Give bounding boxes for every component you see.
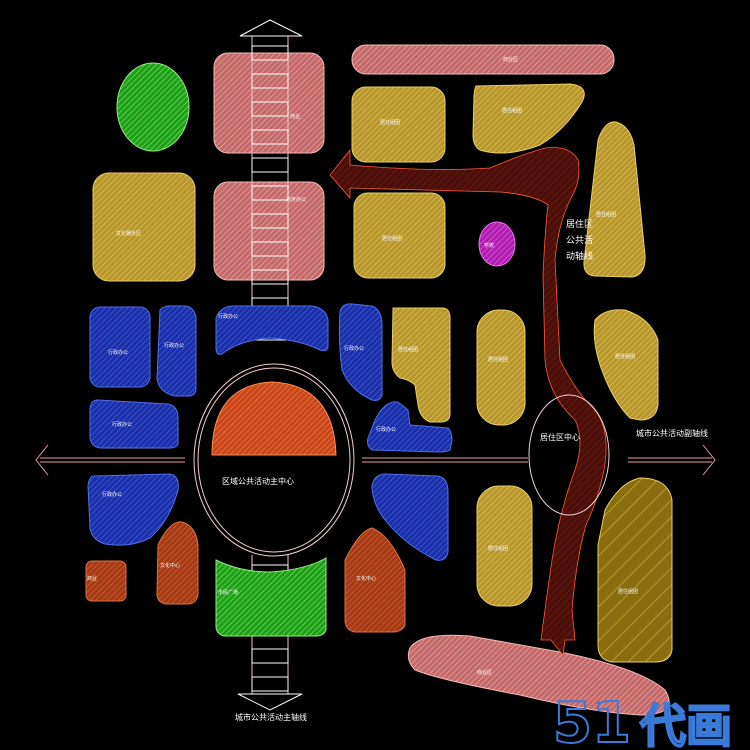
axis-rung (251, 101, 289, 117)
block-admin-4 (338, 303, 383, 401)
block-residential-r7 (476, 485, 533, 607)
main-center (193, 363, 355, 557)
horizontal-axis (35, 444, 716, 476)
residential-corridor (329, 147, 607, 656)
rust-blocks (85, 521, 406, 633)
axis-rung (251, 648, 289, 664)
label-gold-r4: 居住组团 (596, 211, 616, 218)
label-gold-r2: 居住组团 (502, 107, 522, 114)
label-main-center: 区域公共活动主中心 (222, 476, 294, 486)
label-gold-mid: 居住组团 (398, 346, 418, 353)
label-gold-r7: 居住组团 (488, 545, 508, 552)
block-admin-3 (215, 305, 329, 355)
label-blue-4: 行政办公 (344, 345, 364, 352)
watermark-chars: 代画 (639, 699, 732, 750)
block-culture-entertainment (92, 172, 196, 282)
blue-blocks (87, 303, 453, 561)
label-rust-3: 商业 (87, 575, 97, 582)
watermark-digits: 51 (553, 691, 631, 750)
label-gold-r5: 居住组团 (488, 356, 508, 363)
label-pink-top: 商业区 (503, 56, 518, 63)
block-admin-2 (156, 305, 197, 397)
label-corridor-1: 居住区 (566, 218, 593, 230)
axis-arrow-bottom-icon (237, 693, 303, 711)
block-civic-plaza (215, 557, 327, 637)
residential-center-circle (528, 394, 610, 516)
block-residential-r6 (593, 309, 659, 421)
axis-arrow-left-icon (35, 444, 49, 476)
block-residential-r1 (351, 86, 446, 163)
label-blue-1: 行政办公 (108, 349, 128, 356)
block-commercial-2 (213, 181, 325, 281)
label-pink-2: 商务办公 (286, 196, 306, 203)
block-admin-6 (367, 401, 453, 453)
axis-arrow-right-icon (702, 444, 716, 476)
block-culture-2 (344, 527, 406, 633)
label-blue-2: 行政办公 (164, 342, 184, 349)
label-gold-r1: 居住组团 (380, 119, 400, 126)
label-gold-tl: 文化娱乐区 (116, 230, 141, 237)
block-residential-mid (391, 307, 451, 423)
axis-rung (251, 129, 289, 145)
block-commercial-top (351, 44, 615, 75)
block-admin-1 (89, 306, 151, 388)
block-residential-big (597, 477, 673, 663)
label-gold-big: 居住组团 (618, 588, 638, 595)
label-city-main-axis: 城市公共活动主轴线 (235, 712, 307, 722)
axis-arrow-top-icon (239, 19, 303, 37)
block-culture-1 (156, 521, 199, 605)
block-school (478, 221, 516, 267)
main-center-dome (211, 381, 337, 456)
axis-rung (251, 73, 289, 89)
label-green-plaza: 市民广场 (218, 589, 238, 596)
watermark-logo: 51 代画 (552, 690, 733, 750)
block-commercial-bottom (407, 634, 670, 716)
block-commercial-1 (213, 52, 325, 154)
block-admin-7 (87, 473, 179, 546)
label-blue-3: 行政办公 (218, 313, 238, 320)
block-park-ellipse (116, 62, 190, 152)
axis-rung (251, 241, 289, 257)
label-pink-bottom: 商业区 (477, 669, 492, 676)
block-commerce-small (85, 560, 127, 602)
label-blue-7: 行政办公 (102, 491, 122, 498)
axis-rung (251, 269, 289, 285)
label-corridor-2: 公共活 (566, 234, 593, 246)
block-admin-5 (89, 399, 179, 449)
axis-rung (251, 213, 289, 229)
axis-rung (251, 676, 289, 692)
axis-rung (251, 157, 289, 173)
block-admin-8 (371, 473, 449, 561)
label-residential-center: 居住区中心 (540, 432, 580, 442)
label-gold-r6: 居住组团 (615, 353, 635, 360)
block-labels: 商业 商务办公 商业区 商业区 文化娱乐区 居住组团 居住组团 居住组团 居住组… (87, 56, 638, 676)
label-blue-6: 行政办公 (376, 426, 396, 433)
label-blue-5: 行政办公 (112, 421, 132, 428)
label-rust-1: 文化中心 (160, 562, 180, 569)
gold-blocks (92, 83, 673, 663)
axis-rung (251, 185, 289, 201)
label-city-secondary-axis: 城市公共活动副轴线 (636, 428, 708, 438)
label-pink-1: 商业 (290, 113, 300, 120)
label-gold-r3: 居住组团 (382, 235, 402, 242)
label-rust-2: 文化中心 (356, 575, 376, 582)
block-residential-r4 (583, 121, 646, 278)
center-labels: 区域公共活动主中心 居住区中心 居住区 公共活 动轴线 城市公共活动副轴线 城市… (222, 218, 708, 722)
axis-rung (251, 45, 289, 61)
block-residential-r2 (472, 83, 585, 154)
block-residential-r3 (353, 192, 446, 279)
pink-blocks (213, 44, 670, 716)
label-school: 学校 (484, 242, 494, 249)
label-corridor-3: 动轴线 (566, 250, 593, 262)
block-residential-r5 (476, 309, 526, 426)
